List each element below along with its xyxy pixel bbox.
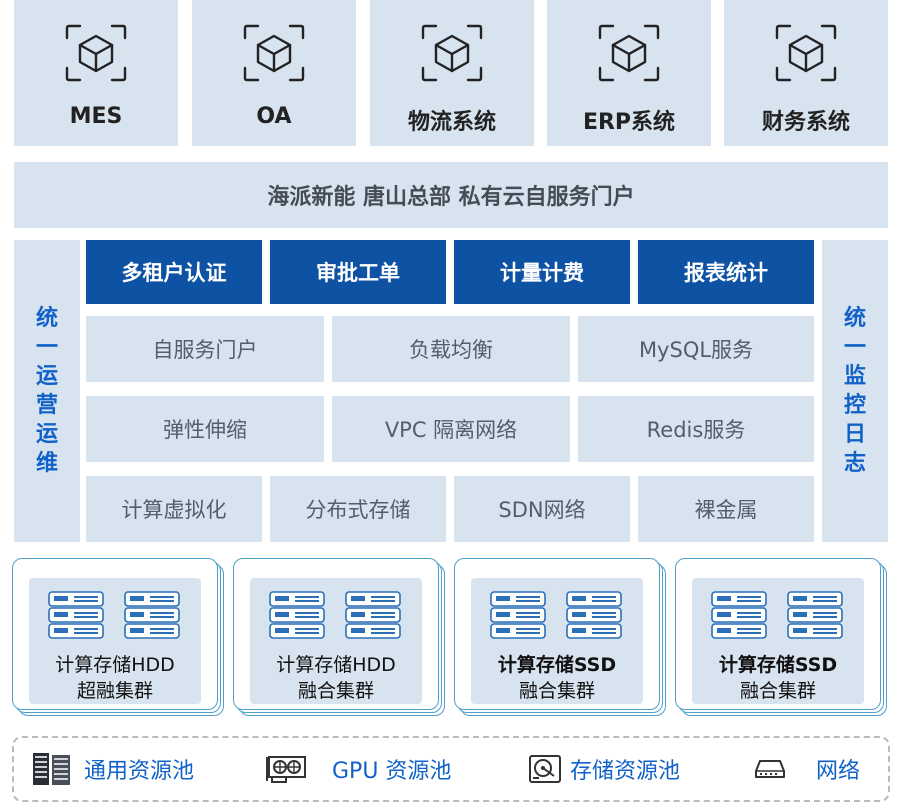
app-card-mes[interactable]: MES bbox=[14, 0, 178, 146]
pool-label: 存储资源池 bbox=[570, 759, 681, 784]
side-char: 志 bbox=[843, 451, 866, 476]
server-rack-icon bbox=[33, 753, 70, 785]
server-icon bbox=[786, 590, 844, 640]
cluster-card[interactable]: 计算存储HDD 超融集群 bbox=[12, 558, 226, 718]
cube-icon bbox=[243, 24, 305, 82]
server-icon bbox=[123, 590, 181, 640]
cluster-card[interactable]: 计算存储SSD 融合集群 bbox=[454, 558, 668, 718]
app-label: ERP系统 bbox=[582, 110, 676, 135]
service-redis[interactable]: Redis服务 bbox=[578, 396, 814, 462]
service-mysql[interactable]: MySQL服务 bbox=[578, 316, 814, 382]
pool-storage[interactable]: 存储资源池 bbox=[528, 738, 680, 800]
server-icon bbox=[268, 590, 326, 640]
app-label: OA bbox=[256, 104, 292, 129]
service-compute-virtualization[interactable]: 计算虚拟化 bbox=[86, 476, 262, 542]
service-distributed-storage[interactable]: 分布式存储 bbox=[270, 476, 446, 542]
service-self-service-portal[interactable]: 自服务门户 bbox=[86, 316, 324, 382]
cluster-subtitle: 超融集群 bbox=[76, 680, 153, 702]
app-label: MES bbox=[69, 104, 123, 129]
side-char: 控 bbox=[843, 393, 866, 418]
cluster-title: 计算存储SSD bbox=[497, 654, 617, 676]
pool-network[interactable]: 网络 bbox=[754, 738, 860, 800]
side-char: 营 bbox=[35, 393, 58, 418]
side-char: 运 bbox=[35, 364, 58, 389]
server-icon bbox=[565, 590, 623, 640]
cluster-card[interactable]: 计算存储HDD 融合集群 bbox=[233, 558, 447, 718]
server-icon bbox=[344, 590, 402, 640]
unified-operations-column: 统 一 运 营 运 维 bbox=[14, 240, 80, 542]
app-label: 财务系统 bbox=[761, 110, 850, 135]
side-char: 一 bbox=[35, 335, 58, 360]
cluster-subtitle: 融合集群 bbox=[518, 680, 595, 702]
service-auto-scaling[interactable]: 弹性伸缩 bbox=[86, 396, 324, 462]
gpu-card-icon bbox=[266, 756, 306, 783]
side-char: 维 bbox=[35, 451, 58, 476]
pool-general[interactable]: 通用资源池 bbox=[32, 738, 194, 800]
cube-icon bbox=[65, 24, 127, 82]
service-report-statistics[interactable]: 报表统计 bbox=[638, 240, 814, 304]
side-char: 统 bbox=[843, 306, 866, 331]
cube-icon bbox=[775, 24, 837, 82]
service-load-balancer[interactable]: 负载均衡 bbox=[332, 316, 570, 382]
side-char: 监 bbox=[843, 364, 866, 389]
service-sdn-network[interactable]: SDN网络 bbox=[454, 476, 630, 542]
cube-icon bbox=[598, 24, 660, 82]
service-approval-ticket[interactable]: 审批工单 bbox=[270, 240, 446, 304]
service-vpc[interactable]: VPC 隔离网络 bbox=[332, 396, 570, 462]
side-char: 运 bbox=[35, 422, 58, 447]
server-icon bbox=[710, 590, 768, 640]
network-switch-icon bbox=[755, 760, 785, 778]
pool-label: 通用资源池 bbox=[84, 759, 195, 784]
app-card-finance[interactable]: 财务系统 bbox=[724, 0, 888, 146]
cluster-title: 计算存储HDD bbox=[276, 654, 396, 676]
app-card-oa[interactable]: OA bbox=[192, 0, 356, 146]
resource-pool-bar: 通用资源池 GPU 资源池 存储资源池 网络 bbox=[12, 736, 890, 802]
server-icon bbox=[489, 590, 547, 640]
app-card-erp[interactable]: ERP系统 bbox=[547, 0, 711, 146]
hard-disk-icon bbox=[529, 755, 561, 783]
cluster-title: 计算存储HDD bbox=[55, 654, 175, 676]
side-char: 一 bbox=[843, 335, 866, 360]
side-char: 日 bbox=[843, 422, 866, 447]
cluster-title: 计算存储SSD bbox=[718, 654, 838, 676]
server-icon bbox=[47, 590, 105, 640]
service-metering-billing[interactable]: 计量计费 bbox=[454, 240, 630, 304]
portal-title: 海派新能 唐山总部 私有云自服务门户 bbox=[14, 162, 888, 228]
cluster-subtitle: 融合集群 bbox=[739, 680, 816, 702]
cube-icon bbox=[421, 24, 483, 82]
app-label: 物流系统 bbox=[407, 110, 496, 135]
pool-label: 网络 bbox=[816, 759, 861, 784]
side-char: 统 bbox=[35, 306, 58, 331]
pool-gpu[interactable]: GPU 资源池 bbox=[266, 738, 451, 800]
cluster-card[interactable]: 计算存储SSD 融合集群 bbox=[675, 558, 889, 718]
pool-label: GPU 资源池 bbox=[332, 759, 452, 784]
unified-monitoring-column: 统 一 监 控 日 志 bbox=[822, 240, 888, 542]
app-card-logistics[interactable]: 物流系统 bbox=[370, 0, 534, 146]
service-multi-tenant-auth[interactable]: 多租户认证 bbox=[86, 240, 262, 304]
service-bare-metal[interactable]: 裸金属 bbox=[638, 476, 814, 542]
cluster-subtitle: 融合集群 bbox=[297, 680, 374, 702]
